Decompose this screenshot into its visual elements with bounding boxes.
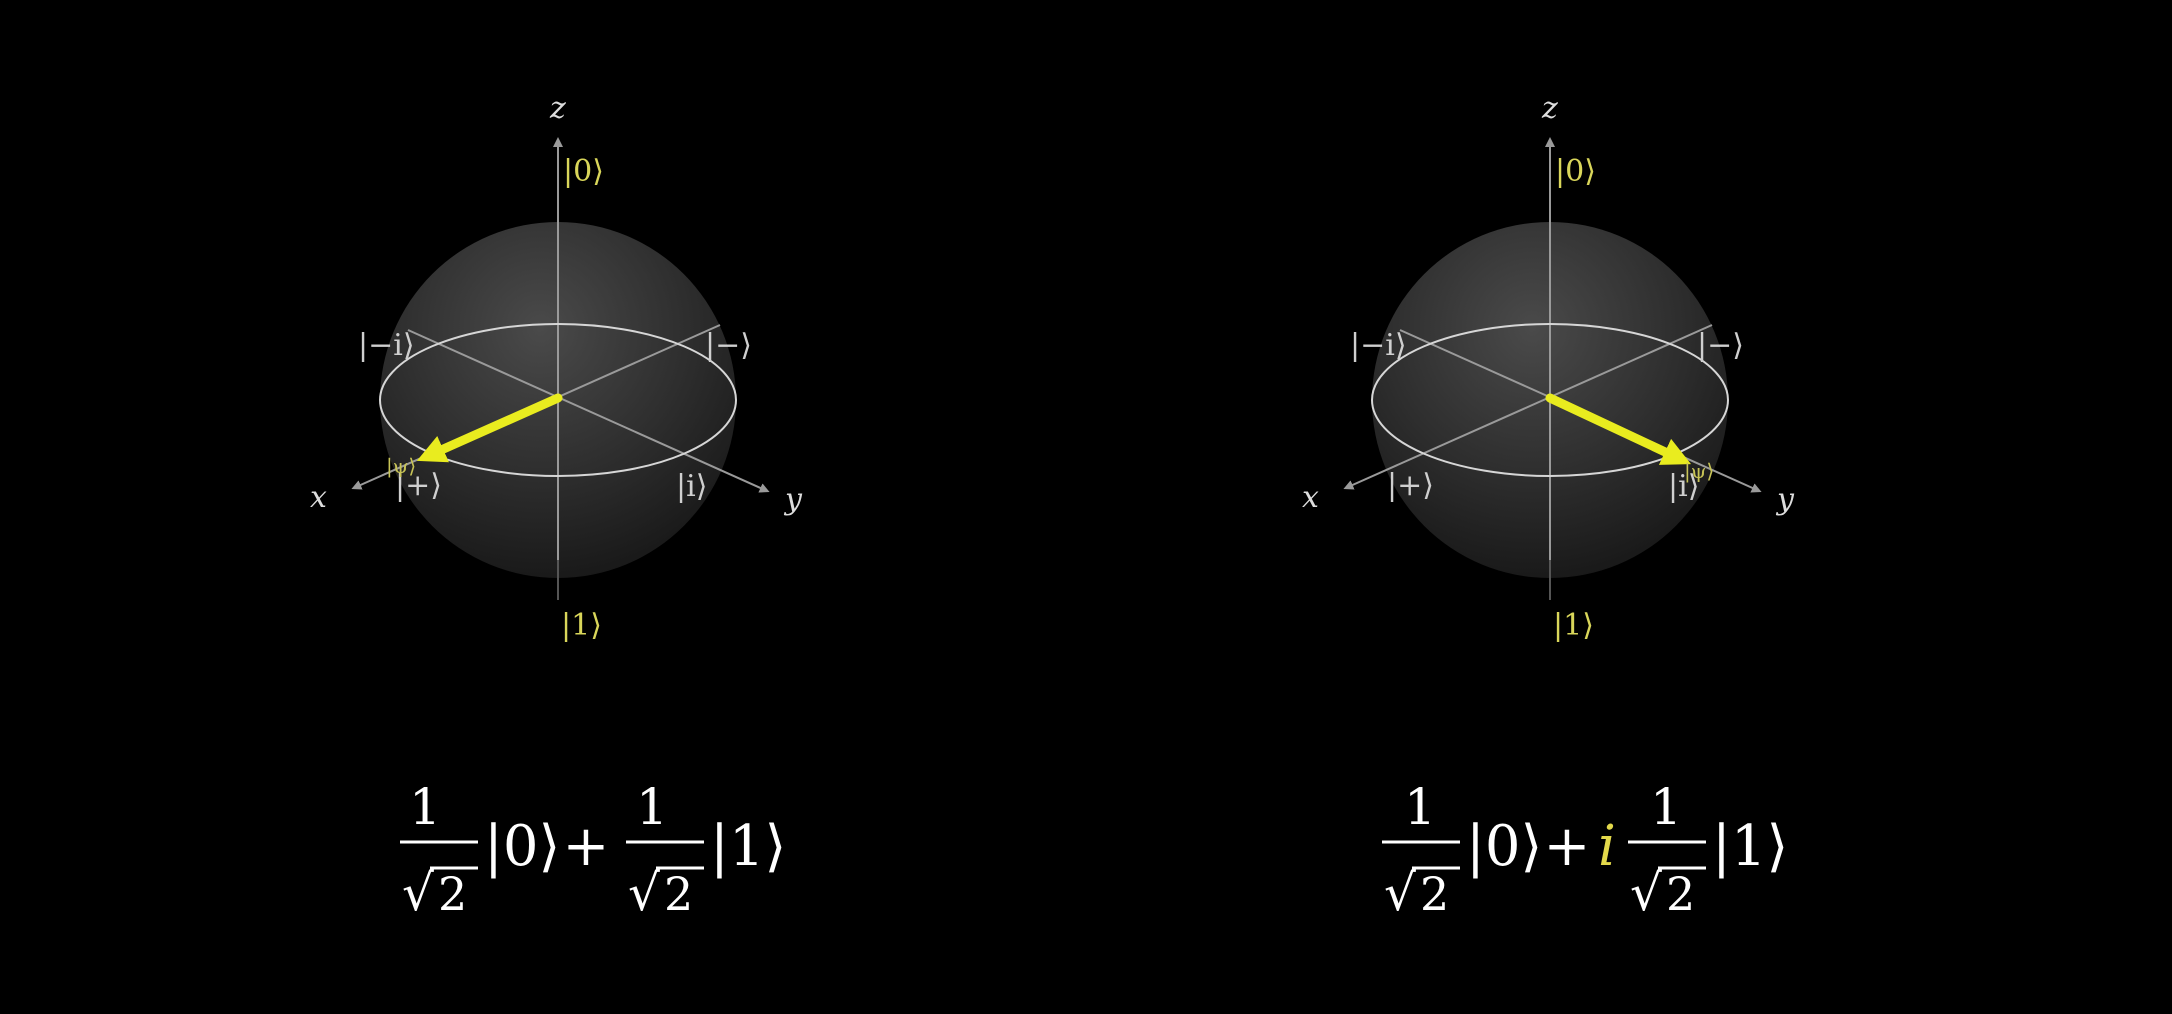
ket-minus-i-label: |−i⟩ [1350, 328, 1407, 363]
radicand: 2 [664, 867, 693, 921]
sqrt-symbol: √ [402, 864, 434, 922]
ket-one-label: |1⟩ [1553, 608, 1594, 643]
equation-right: 1 √ 2 |0⟩ + i 1 √ 2 |1⟩ [1382, 778, 1788, 922]
ket-psi-label: |ψ⟩ [386, 454, 416, 479]
radicand: 2 [438, 867, 467, 921]
ket-zero-label: |0⟩ [1555, 154, 1596, 189]
sqrt-symbol: √ [1630, 864, 1662, 922]
ket-one: |1⟩ [710, 814, 786, 879]
ket-one-label: |1⟩ [561, 608, 602, 643]
plus-sign: + [563, 814, 610, 879]
ket-i-label: |i⟩ [676, 469, 707, 504]
equator-ring [1371, 323, 1729, 477]
ket-zero: |0⟩ [1466, 814, 1542, 879]
fraction-numerator: 1 [636, 778, 668, 836]
ket-zero-label: |0⟩ [563, 154, 604, 189]
fraction-numerator: 1 [1650, 778, 1682, 836]
x-axis-label: x [310, 480, 327, 515]
ket-minus-i-label: |−i⟩ [358, 328, 415, 363]
ket-plus-label: |+⟩ [1387, 468, 1434, 503]
x-axis [1343, 324, 1713, 490]
plus-sign: + [1544, 814, 1591, 879]
ket-zero: |0⟩ [484, 814, 560, 879]
state-vector [1545, 393, 1692, 465]
z-axis-label: z [549, 91, 566, 126]
imaginary-coefficient: i [1598, 814, 1616, 879]
ket-plus-label: |+⟩ [395, 468, 442, 503]
equator-ring [379, 323, 737, 477]
bloch-sphere-left: z x y |0⟩ |1⟩ |−i⟩ |−⟩ |+⟩ |i⟩ |ψ⟩ [310, 91, 803, 643]
ket-psi-label: |ψ⟩ [1684, 459, 1714, 484]
sqrt-symbol: √ [628, 864, 660, 922]
sqrt-symbol: √ [1384, 864, 1416, 922]
state-vector [416, 393, 563, 463]
radicand: 2 [1666, 867, 1695, 921]
ket-i-label: |i⟩ [1668, 469, 1699, 504]
z-axis-label: z [1541, 91, 1558, 126]
y-axis [407, 329, 770, 493]
x-axis-label: x [1302, 480, 1319, 515]
bloch-sphere-right: z x y |0⟩ |1⟩ |−i⟩ |−⟩ |+⟩ |i⟩ |ψ⟩ [1302, 91, 1795, 643]
fraction-numerator: 1 [409, 778, 441, 836]
radicand: 2 [1420, 867, 1449, 921]
y-axis-label: y [783, 482, 803, 517]
y-axis-label: y [1775, 482, 1795, 517]
fraction-numerator: 1 [1404, 778, 1436, 836]
ket-minus-label: |−⟩ [705, 328, 752, 363]
equation-left: 1 √ 2 |0⟩ + 1 √ 2 |1⟩ [400, 778, 786, 922]
ket-minus-label: |−⟩ [1697, 328, 1744, 363]
ket-one: |1⟩ [1712, 814, 1788, 879]
